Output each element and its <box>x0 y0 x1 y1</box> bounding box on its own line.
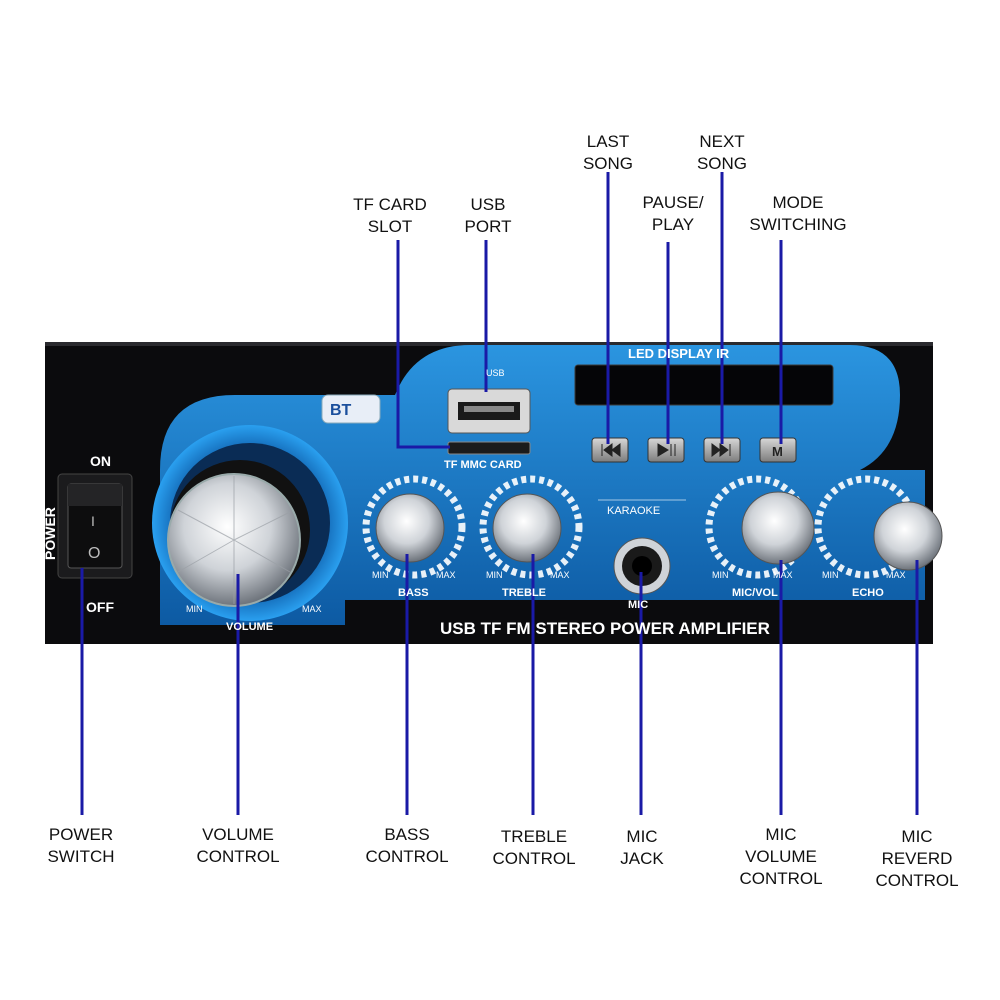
callout-pause-play: PAUSE/PLAY <box>642 193 704 234</box>
treble-knob[interactable] <box>492 493 562 563</box>
echo-label: ECHO <box>852 587 884 599</box>
usb-label: USB <box>486 368 505 378</box>
mic-vol-max: MAX <box>773 570 793 580</box>
volume-min: MIN <box>186 604 203 614</box>
karaoke-label: KARAOKE <box>607 505 660 517</box>
power-label: POWER <box>42 507 58 560</box>
led-display-label: LED DISPLAY IR <box>628 346 730 361</box>
bass-knob-group <box>362 475 466 579</box>
bass-max: MAX <box>436 570 456 580</box>
off-label: OFF <box>86 599 114 615</box>
next-icon <box>711 443 731 457</box>
previous-icon <box>601 443 621 457</box>
mic-volume-knob[interactable] <box>741 491 815 565</box>
play-pause-icon <box>657 443 676 457</box>
echo-max: MAX <box>886 570 906 580</box>
bass-knob[interactable] <box>375 493 445 563</box>
mode-button[interactable] <box>759 437 797 463</box>
mic-volume-knob-group <box>705 475 815 579</box>
volume-label: VOLUME <box>226 621 273 633</box>
bass-min: MIN <box>372 570 389 580</box>
product-name: USB TF FM STEREO POWER AMPLIFIER <box>440 619 770 638</box>
bt-label: BT <box>330 402 352 419</box>
volume-max: MAX <box>302 604 322 614</box>
treble-max: MAX <box>550 570 570 580</box>
echo-knob-group <box>814 475 943 579</box>
echo-knob[interactable] <box>873 501 943 571</box>
treble-min: MIN <box>486 570 503 580</box>
pointer-tf-card <box>396 240 450 449</box>
switch-on-mark: I <box>91 513 95 529</box>
transport-buttons <box>591 437 797 463</box>
mic-vol-label: MIC/VOL <box>732 587 778 599</box>
mic-label: MIC <box>628 599 648 611</box>
treble-label: TREBLE <box>502 587 546 599</box>
mode-button-glyph: M <box>772 444 783 459</box>
treble-knob-group <box>479 475 583 579</box>
echo-min: MIN <box>822 570 839 580</box>
switch-off-mark: O <box>88 545 100 562</box>
tf-mmc-label: TF MMC CARD <box>444 459 522 471</box>
tf-card-slot[interactable] <box>447 441 531 455</box>
bass-label: BASS <box>398 587 429 599</box>
pointer-lines <box>80 172 919 815</box>
on-label: ON <box>90 453 111 469</box>
mic-vol-min: MIN <box>712 570 729 580</box>
bt-badge <box>321 394 381 424</box>
led-display <box>574 364 834 406</box>
